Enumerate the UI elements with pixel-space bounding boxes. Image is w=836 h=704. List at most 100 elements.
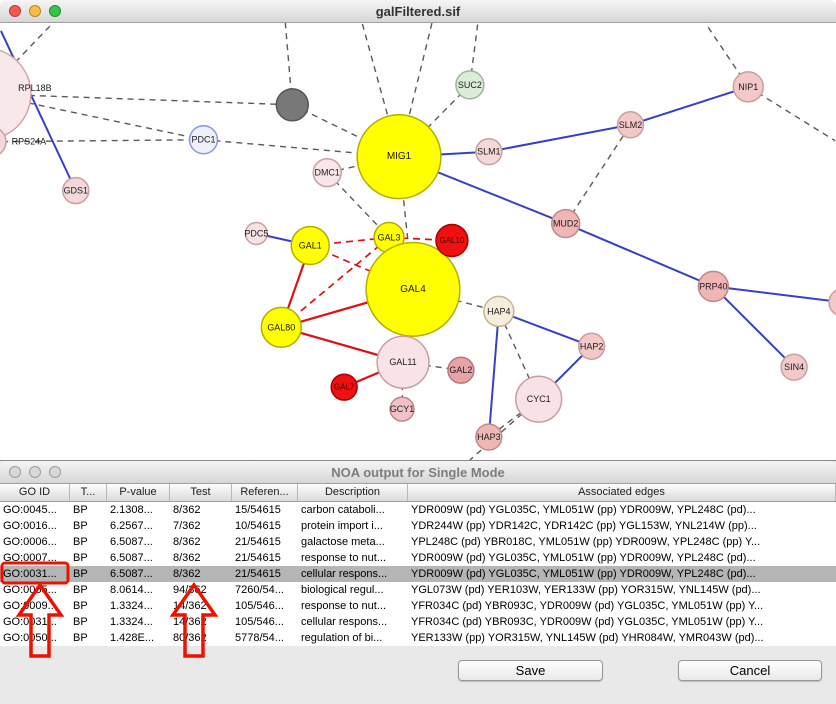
table-cell: GO:0006... xyxy=(3,536,57,548)
table-cell: 10/54615 xyxy=(235,520,281,532)
node-GAL11[interactable] xyxy=(376,335,430,389)
table-cell: 8/362 xyxy=(173,504,201,516)
table-cell: 2.1308... xyxy=(110,504,153,516)
edge-PRP40-SIN4 xyxy=(712,285,795,368)
node-NIP1[interactable] xyxy=(732,71,764,103)
node-HAP4[interactable] xyxy=(483,295,515,328)
zoom-button[interactable] xyxy=(49,5,61,17)
node-GAL80[interactable] xyxy=(260,306,303,349)
table-cell: 21/54615 xyxy=(235,536,281,548)
table-cell: regulation of bi... xyxy=(301,632,383,644)
node-GDS1[interactable] xyxy=(62,176,90,205)
table-cell: 1.428E... xyxy=(110,632,155,644)
node-EDGE_R[interactable] xyxy=(828,288,836,316)
table-cell: YER133W (pp) YOR315W, YNL145W (pd) YHR08… xyxy=(411,632,764,644)
column-header-associated-edges[interactable]: Associated edges xyxy=(408,484,836,501)
node-GAL2[interactable] xyxy=(447,356,475,384)
table-cell: GO:0016... xyxy=(3,520,57,532)
network-window-titlebar[interactable]: galFiltered.sif xyxy=(0,0,836,23)
table-cell: GO:0007... xyxy=(3,552,57,564)
node-GAL10[interactable] xyxy=(435,223,469,258)
minimize-button[interactable] xyxy=(29,5,41,17)
column-header-t-[interactable]: T... xyxy=(70,484,107,501)
table-cell: 21/54615 xyxy=(235,568,281,580)
minimize-button[interactable] xyxy=(29,466,41,478)
table-cell: 105/546... xyxy=(235,616,284,628)
save-button[interactable]: Save xyxy=(458,660,603,681)
table-cell: YFR034C (pd) YBR093C, YDR009W (pd) YGL03… xyxy=(411,600,764,612)
node-GCY1[interactable] xyxy=(389,396,415,422)
table-cell: galactose meta... xyxy=(301,536,385,548)
table-cell: carbon cataboli... xyxy=(301,504,385,516)
column-header-test[interactable]: Test xyxy=(170,484,232,501)
table-cell: 1.3324... xyxy=(110,616,153,628)
edge-HAP4-HAP2 xyxy=(498,310,592,348)
table-cell: YDR009W (pd) YGL035C, YML051W (pp) YDR00… xyxy=(411,568,756,580)
table-cell: 7/362 xyxy=(173,520,201,532)
table-cell: BP xyxy=(73,600,88,612)
node-MIG1[interactable] xyxy=(356,114,442,200)
table-cell: 6.5087... xyxy=(110,552,153,564)
table-cell: BP xyxy=(73,568,88,580)
node-GAL7[interactable] xyxy=(330,373,358,401)
node-RPL18B[interactable] xyxy=(0,48,32,140)
edge-SUC2-MIG1 xyxy=(398,84,471,158)
table-cell: response to nut... xyxy=(301,552,386,564)
table-cell: GO:0009... xyxy=(3,600,57,612)
table-cell: 7260/54... xyxy=(235,584,284,596)
node-RPS24A[interactable] xyxy=(0,127,7,157)
node-GRAY[interactable] xyxy=(275,88,309,122)
column-header-referen-[interactable]: Referen... xyxy=(232,484,298,501)
noa-window-titlebar[interactable]: NOA output for Single Mode xyxy=(0,461,836,484)
node-CYC1[interactable] xyxy=(515,375,563,423)
node-SLM1[interactable] xyxy=(475,137,503,166)
table-cell: YDR009W (pd) YGL035C, YML051W (pp) YDR00… xyxy=(411,552,756,564)
node-SLM2[interactable] xyxy=(616,111,645,139)
table-cell: 6.5087... xyxy=(110,568,153,580)
node-PRP40[interactable] xyxy=(697,270,730,303)
table-cell: 94/362 xyxy=(173,584,207,596)
node-DMC1[interactable] xyxy=(312,157,342,188)
column-header-description[interactable]: Description xyxy=(298,484,408,501)
node-GAL4[interactable] xyxy=(365,241,461,338)
close-button[interactable] xyxy=(9,466,21,478)
node-MUD2[interactable] xyxy=(550,208,581,239)
table-cell: YPL248C (pd) YBR018C, YML051W (pp) YDR00… xyxy=(411,536,761,548)
table-cell: 1.3324... xyxy=(110,600,153,612)
table-cell: GO:0045... xyxy=(3,504,57,516)
node-PDC1[interactable] xyxy=(188,125,219,155)
close-button[interactable] xyxy=(9,5,21,17)
node-HAP2[interactable] xyxy=(577,332,606,360)
column-header-p-value[interactable]: P-value xyxy=(107,484,170,501)
zoom-button[interactable] xyxy=(49,466,61,478)
table-cell: response to nut... xyxy=(301,600,386,612)
node-SIN4[interactable] xyxy=(780,353,808,381)
table-cell: GO:0050... xyxy=(3,632,57,644)
edge-DMC1-GAL3 xyxy=(326,172,390,238)
cancel-button[interactable]: Cancel xyxy=(678,660,822,681)
table-cell: YDR009W (pd) YGL035C, YML051W (pp) YDR00… xyxy=(411,504,756,516)
table-cell: 21/54615 xyxy=(235,552,281,564)
edge-SLM2-NIP1 xyxy=(630,85,749,126)
node-PDC5[interactable] xyxy=(244,221,269,246)
edge-HAP4-HAP3 xyxy=(487,311,500,438)
node-SUC2[interactable] xyxy=(455,70,485,100)
node-GAL1[interactable] xyxy=(290,225,330,266)
column-header-go-id[interactable]: GO ID xyxy=(0,484,70,501)
table-cell: GO:0031... xyxy=(3,568,57,580)
node-HAP3[interactable] xyxy=(475,423,503,451)
table-cell: 14/362 xyxy=(173,616,207,628)
